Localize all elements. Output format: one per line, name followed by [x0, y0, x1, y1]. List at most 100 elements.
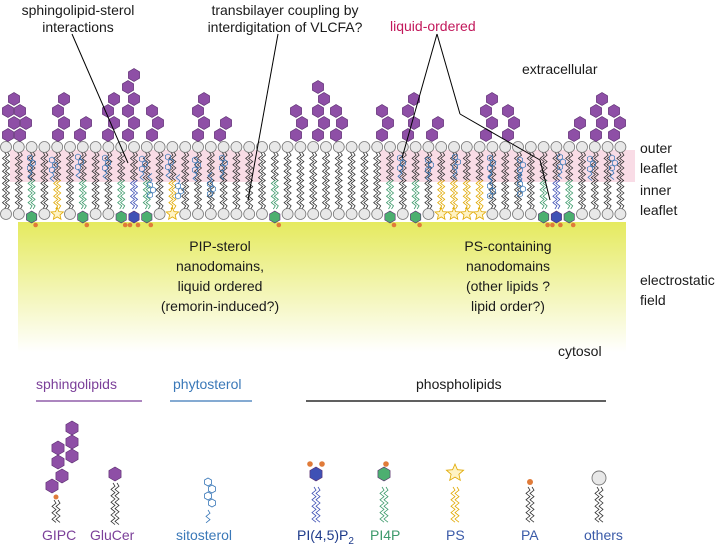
headgroup	[435, 141, 448, 153]
sugar-hexagon	[2, 128, 14, 142]
sugar-hexagon	[65, 420, 79, 436]
inner-lipid	[538, 179, 550, 228]
headgroup	[409, 141, 422, 153]
sugar-hexagon	[14, 128, 26, 142]
sugar-hexagon	[336, 116, 348, 130]
inner-sterol	[487, 174, 496, 200]
inner-lipid	[230, 179, 243, 220]
lipid-tail	[235, 151, 241, 182]
lipid-tail	[1, 179, 8, 210]
lipid-tail	[321, 151, 328, 182]
lipid-tail	[580, 151, 587, 182]
lipid-tail	[542, 151, 548, 182]
headgroup	[563, 141, 576, 153]
headgroup	[0, 208, 12, 220]
sugar-chain	[402, 92, 420, 142]
sterol-ring	[587, 155, 593, 163]
lipid-tail	[452, 151, 459, 182]
sterol-ring	[612, 159, 618, 167]
sterol-tail	[487, 169, 493, 180]
sterol-tail	[425, 171, 431, 182]
lipid-tail	[347, 179, 353, 210]
lipid-tail	[68, 179, 75, 210]
sugar-hexagon	[330, 128, 342, 142]
headgroup	[384, 141, 396, 153]
headgroup	[588, 141, 601, 153]
inner-sterol	[147, 173, 156, 199]
sterol-ring	[609, 164, 615, 172]
lipid-tail	[299, 151, 305, 182]
lipid-tail	[462, 151, 468, 182]
outer-lipid	[64, 141, 76, 182]
pi4p-headgroup	[384, 210, 396, 224]
lipid-tail	[594, 486, 600, 523]
sterol-ring	[165, 153, 171, 161]
headgroup	[371, 208, 384, 220]
sugar-hexagon	[192, 104, 204, 118]
outer-sterol	[139, 155, 148, 181]
sterol-tail	[587, 170, 593, 181]
lipid-tail	[43, 179, 49, 210]
lipid-tail	[65, 179, 72, 210]
inner-lipid	[320, 179, 332, 220]
sugar-hexagon	[596, 92, 608, 106]
sterol-ring	[105, 159, 111, 167]
lipid-tail	[513, 179, 520, 210]
headgroup	[217, 141, 230, 153]
headgroup	[230, 141, 243, 153]
sterol-ring	[195, 161, 201, 169]
inner-lipid	[281, 179, 294, 220]
inner-lipid	[512, 179, 524, 220]
sugar-chain	[502, 104, 520, 142]
phosphate	[570, 222, 576, 228]
outer-lipid	[332, 141, 345, 182]
sterol-ring	[78, 158, 84, 166]
sterol-ring	[590, 160, 596, 168]
lipid-tail	[379, 486, 385, 523]
legend-pi45p2-main: PI(4,5)P	[297, 527, 349, 543]
lipid-tail	[257, 179, 264, 210]
sterol-ring	[207, 180, 213, 188]
lipid-tail	[465, 179, 471, 210]
lipid-tail	[209, 151, 215, 182]
lipid-tail	[337, 151, 343, 182]
sterol-ring	[397, 164, 403, 172]
sterol-ring	[517, 190, 523, 198]
inner-lipid	[499, 179, 512, 220]
lipid-tail	[222, 151, 228, 182]
lipid-tail	[577, 179, 584, 210]
lipid-tail	[616, 151, 622, 182]
lipid-tail	[440, 151, 446, 182]
inner-lipid	[192, 179, 204, 220]
legend-pa: PA	[521, 527, 539, 543]
sugar-hexagon	[58, 92, 70, 106]
sterol-ring	[557, 163, 563, 171]
legend-pi45p2: PI(4,5)P2	[297, 527, 354, 550]
sterol-ring	[175, 192, 181, 200]
outer-lipid	[51, 141, 64, 182]
lipid-tail	[283, 151, 289, 182]
sugar-hexagon	[102, 128, 114, 142]
lipid-tail	[155, 179, 161, 210]
lipid-tail	[56, 151, 62, 182]
sterol-tail	[27, 169, 33, 180]
headgroup	[524, 208, 537, 220]
phosphate	[33, 222, 38, 228]
lipid-tail	[158, 151, 164, 182]
lipid-tail	[363, 151, 369, 182]
electrostatic-field	[18, 222, 626, 352]
lipid-tail	[14, 151, 20, 182]
outer-lipid	[0, 141, 12, 182]
headgroup	[422, 208, 435, 220]
sugar-hexagon	[51, 440, 65, 456]
sugar-chain	[568, 116, 586, 142]
sterol-tail	[609, 169, 615, 180]
outer-lipid	[256, 141, 268, 182]
outer-lipid	[588, 141, 601, 182]
inner-lipid	[243, 179, 256, 220]
lipid-tail	[516, 151, 523, 182]
lipid-tail	[598, 486, 604, 523]
headgroup	[243, 208, 256, 220]
lipid-tail	[526, 179, 532, 210]
